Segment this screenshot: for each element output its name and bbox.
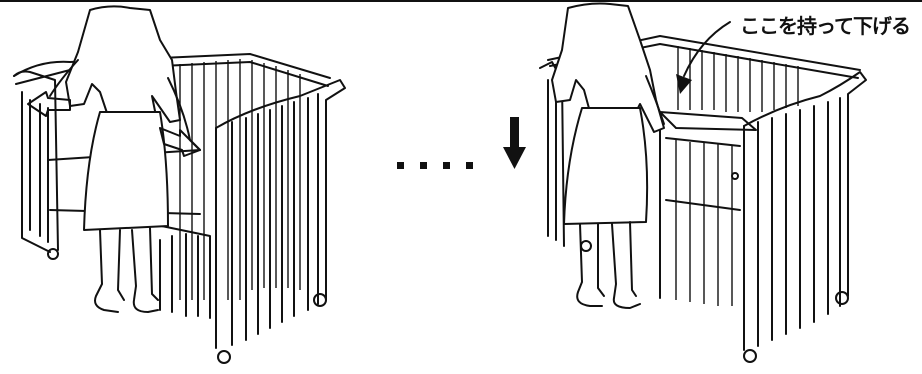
- person-right: [552, 4, 664, 309]
- dot-1: [397, 162, 404, 169]
- pointer-arrow-icon: [676, 22, 730, 94]
- transition-indicator: [397, 117, 526, 169]
- left-scene: [14, 6, 345, 363]
- down-arrow-icon: [503, 117, 526, 169]
- instruction-label: ここを持って下げる: [740, 10, 910, 39]
- dot-2: [420, 162, 427, 169]
- right-scene: [540, 4, 866, 363]
- dot-3: [443, 162, 450, 169]
- dot-4: [466, 162, 473, 169]
